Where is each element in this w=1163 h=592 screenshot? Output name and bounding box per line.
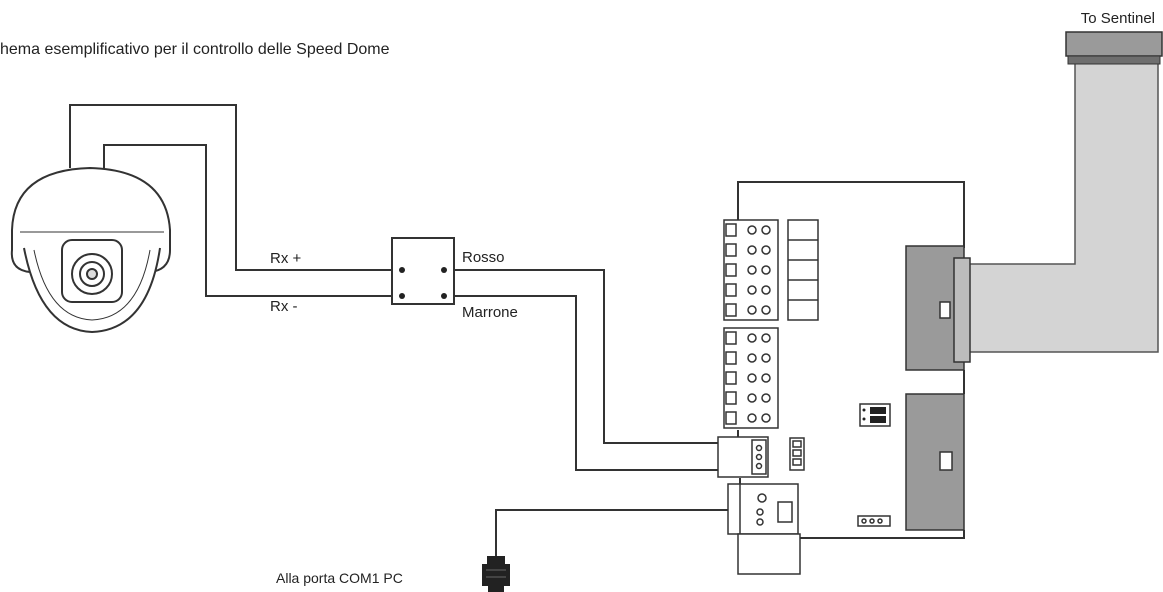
controller-board <box>737 181 965 539</box>
rs485-wires <box>69 104 741 558</box>
db9-connector-icon <box>482 556 510 592</box>
terminal-block-upper <box>723 219 819 321</box>
dip-switch <box>859 403 891 427</box>
rs232-connector <box>727 483 891 575</box>
label-rx-plus: Rx + <box>270 250 302 267</box>
rs485-input-connector <box>717 436 805 478</box>
ribbon-cable <box>953 31 1163 363</box>
label-marrone: Marrone <box>462 304 518 321</box>
terminal-block-lower <box>723 327 779 429</box>
label-to-sentinel: To Sentinel <box>1080 10 1155 27</box>
label-rosso: Rosso <box>462 249 505 266</box>
label-rx-minus: Rx - <box>270 298 298 315</box>
speed-dome-camera-icon <box>10 166 171 334</box>
ribbon-connector-lower <box>905 393 965 531</box>
junction-box <box>391 237 455 305</box>
label-com-port: Alla porta COM1 PC <box>276 570 403 586</box>
diagram-title: hema esemplificativo per il controllo de… <box>0 41 390 58</box>
